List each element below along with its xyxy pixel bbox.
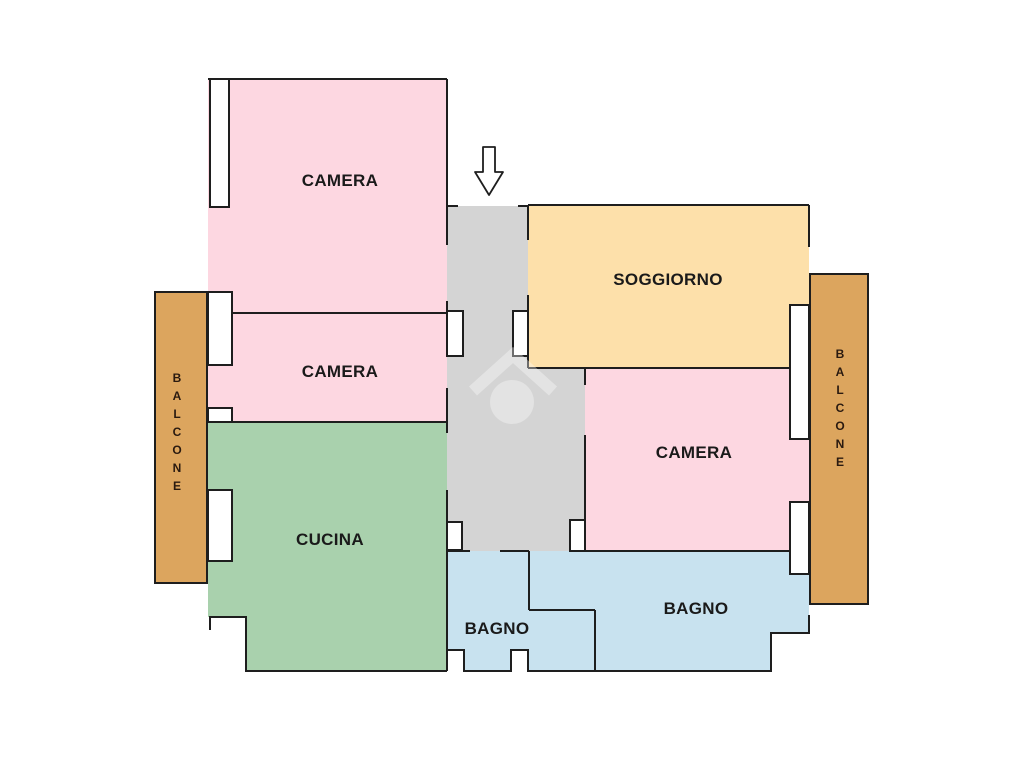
label-balcone-left: B A L C O N E <box>172 371 181 493</box>
svg-text:E: E <box>173 479 181 493</box>
room-camera-3 <box>585 368 809 551</box>
svg-text:A: A <box>836 365 845 379</box>
room-bagno-1 <box>447 551 595 671</box>
svg-text:A: A <box>173 389 182 403</box>
label-camera-2: CAMERA <box>302 362 378 381</box>
svg-text:N: N <box>836 437 845 451</box>
svg-text:O: O <box>835 419 844 433</box>
entrance-arrow-icon <box>474 146 504 196</box>
window-camera-2-small <box>207 407 233 423</box>
room-camera-1 <box>208 79 447 313</box>
label-bagno-1: BAGNO <box>465 619 530 638</box>
window-camera-3 <box>789 501 810 575</box>
watermark-logo-icon <box>468 346 558 424</box>
window-camera-1 <box>209 78 230 208</box>
window-camera-2 <box>207 291 233 366</box>
label-camera-3: CAMERA <box>656 443 732 462</box>
label-balcone-right: B A L C O N E <box>835 347 844 469</box>
window-cucina <box>207 489 233 562</box>
balcone-left <box>154 291 208 584</box>
balcone-right <box>809 273 869 605</box>
door-jamb-hall-left <box>446 310 464 357</box>
label-soggiorno: SOGGIORNO <box>613 270 722 289</box>
label-bagno-2: BAGNO <box>664 599 729 618</box>
door-jamb-hall-bottom-right <box>569 519 586 552</box>
room-ingresso <box>447 206 585 551</box>
room-cucina <box>208 422 447 671</box>
windows <box>207 78 810 575</box>
svg-text:B: B <box>836 347 845 361</box>
room-camera-2 <box>208 313 447 422</box>
svg-text:E: E <box>836 455 844 469</box>
label-camera-1: CAMERA <box>302 171 378 190</box>
room-bagno-2 <box>529 551 809 671</box>
walls <box>206 78 810 672</box>
door-jamb-hall-right <box>512 310 529 357</box>
svg-text:O: O <box>172 443 181 457</box>
svg-text:N: N <box>173 461 182 475</box>
svg-text:C: C <box>836 401 845 415</box>
window-soggiorno <box>789 304 810 440</box>
label-cucina: CUCINA <box>296 530 364 549</box>
svg-text:L: L <box>836 383 843 397</box>
svg-text:B: B <box>173 371 182 385</box>
door-jamb-hall-bottom-left <box>446 521 463 551</box>
svg-text:L: L <box>173 407 180 421</box>
room-soggiorno <box>528 205 809 368</box>
svg-text:C: C <box>173 425 182 439</box>
